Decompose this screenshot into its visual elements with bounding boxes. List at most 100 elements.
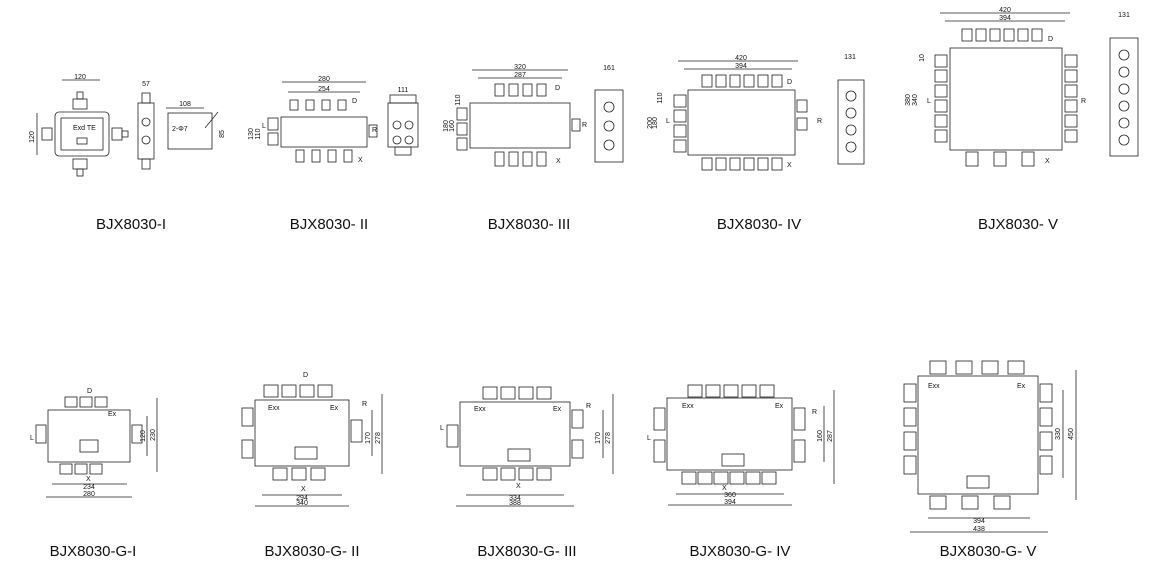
svg-text:360: 360	[724, 492, 736, 499]
svg-text:L: L	[647, 435, 651, 442]
svg-text:L: L	[262, 123, 266, 130]
caption-bjx8030-g-ii: BJX8030-G- II	[264, 543, 360, 560]
svg-text:57: 57	[142, 81, 150, 88]
caption-bjx8030-g-iv: BJX8030-G- IV	[689, 543, 791, 560]
caption-bjx8030-g-iii: BJX8030-G- III	[477, 543, 577, 560]
svg-text:394: 394	[735, 63, 747, 70]
svg-text:Exx: Exx	[474, 406, 486, 413]
svg-text:388: 388	[509, 500, 521, 507]
svg-text:180: 180	[443, 120, 450, 132]
svg-text:294: 294	[296, 495, 308, 502]
svg-text:D: D	[352, 98, 357, 105]
svg-text:130: 130	[248, 128, 255, 140]
svg-text:161: 161	[603, 65, 615, 72]
bjx8030-iii-side: 161	[594, 65, 624, 163]
bjx8030-iv-front: 420 394 D R X L 200 180 110	[647, 55, 822, 171]
svg-text:180: 180	[652, 117, 659, 129]
svg-text:287: 287	[514, 72, 526, 79]
svg-text:Exx: Exx	[928, 383, 940, 390]
bjx8030-v-side: 131	[1109, 12, 1139, 157]
svg-text:Exx: Exx	[682, 403, 694, 410]
svg-text:110: 110	[657, 92, 664, 103]
bjx8030-v-front: 420 394 D R X L 380 340 10	[905, 7, 1086, 167]
svg-text:131: 131	[1118, 12, 1130, 19]
svg-text:340: 340	[912, 94, 919, 106]
svg-text:234: 234	[83, 484, 95, 491]
svg-text:120: 120	[29, 131, 36, 143]
svg-text:330: 330	[1055, 428, 1062, 440]
svg-text:L: L	[666, 118, 670, 125]
svg-text:394: 394	[724, 499, 736, 506]
bjx8030-i-front: 120 120 Exd TE	[29, 74, 129, 177]
svg-text:438: 438	[973, 526, 985, 533]
svg-text:L: L	[927, 98, 931, 105]
svg-text:X: X	[86, 476, 91, 483]
svg-text:X: X	[787, 162, 792, 169]
svg-text:320: 320	[514, 64, 526, 71]
svg-text:Ex: Ex	[775, 403, 784, 410]
svg-text:2-Φ7: 2-Φ7	[172, 126, 188, 133]
svg-text:394: 394	[999, 15, 1011, 22]
svg-text:131: 131	[844, 54, 856, 61]
svg-text:X: X	[516, 483, 521, 490]
svg-text:R: R	[372, 127, 377, 134]
svg-text:D: D	[87, 388, 92, 395]
bjx8030-g-iv: Exx Ex L R X 360 394 160 287	[647, 384, 835, 506]
svg-text:X: X	[556, 158, 561, 165]
bjx8030-g-iii: Exx Ex L R X 334 388 170 278	[440, 386, 614, 507]
bjx8030-i-bracket: 108 2-Φ7 85	[166, 101, 226, 150]
svg-text:278: 278	[375, 432, 382, 444]
svg-text:85: 85	[219, 130, 226, 138]
svg-text:160: 160	[449, 120, 456, 132]
bjx8030-g-v: Exx Ex 394 438 330 450	[903, 360, 1077, 533]
caption-bjx8030-i: BJX8030-I	[95, 216, 167, 233]
svg-text:110: 110	[455, 94, 462, 105]
svg-text:230: 230	[150, 429, 157, 441]
svg-text:450: 450	[1068, 428, 1075, 440]
svg-text:X: X	[1045, 158, 1050, 165]
svg-text:L: L	[30, 435, 34, 442]
caption-bjx8030-g-v: BJX8030-G- V	[939, 543, 1037, 560]
bjx8030-i-side: 57	[137, 81, 155, 170]
caption-bjx8030-v: BJX8030- V	[977, 216, 1059, 233]
caption-bjx8030-ii: BJX8030- II	[289, 216, 369, 233]
caption-bjx8030-iii: BJX8030- III	[487, 216, 571, 233]
bjx8030-iii-front: 320 287 D R X 180 160 110	[443, 64, 587, 167]
svg-text:D: D	[1048, 36, 1053, 43]
svg-text:394: 394	[973, 518, 985, 525]
svg-text:Exx: Exx	[268, 405, 280, 412]
svg-text:10: 10	[919, 54, 926, 62]
svg-text:X: X	[358, 157, 363, 164]
svg-text:Ex: Ex	[553, 406, 562, 413]
svg-text:160: 160	[817, 430, 824, 442]
svg-text:120: 120	[140, 430, 147, 442]
bjx8030-g-ii: D Exx Ex R X 294 340 170 278	[241, 372, 383, 507]
svg-text:108: 108	[179, 101, 191, 108]
svg-text:R: R	[817, 118, 822, 125]
svg-text:R: R	[1081, 98, 1086, 105]
svg-text:Ex: Ex	[108, 411, 117, 418]
svg-text:420: 420	[999, 7, 1011, 14]
svg-text:111: 111	[398, 87, 409, 94]
svg-text:420: 420	[735, 55, 747, 62]
bjx8030-ii-side: 111	[387, 87, 419, 156]
caption-bjx8030-g-i: BJX8030-G-I	[49, 543, 137, 560]
svg-text:L: L	[440, 425, 444, 432]
svg-text:R: R	[362, 401, 367, 408]
svg-text:R: R	[582, 122, 587, 129]
svg-text:170: 170	[595, 432, 602, 444]
svg-text:380: 380	[905, 94, 912, 106]
svg-text:X: X	[722, 485, 727, 492]
bjx8030-ii-front: 280 254 D R X L 130 110	[248, 76, 378, 164]
svg-text:D: D	[303, 372, 308, 379]
svg-text:120: 120	[74, 74, 86, 81]
svg-text:170: 170	[365, 432, 372, 444]
svg-text:287: 287	[827, 430, 834, 442]
svg-text:200: 200	[647, 117, 654, 129]
svg-text:R: R	[586, 403, 591, 410]
svg-text:334: 334	[509, 495, 521, 502]
svg-text:110: 110	[255, 128, 262, 139]
svg-text:340: 340	[296, 500, 308, 507]
svg-text:280: 280	[83, 491, 95, 498]
